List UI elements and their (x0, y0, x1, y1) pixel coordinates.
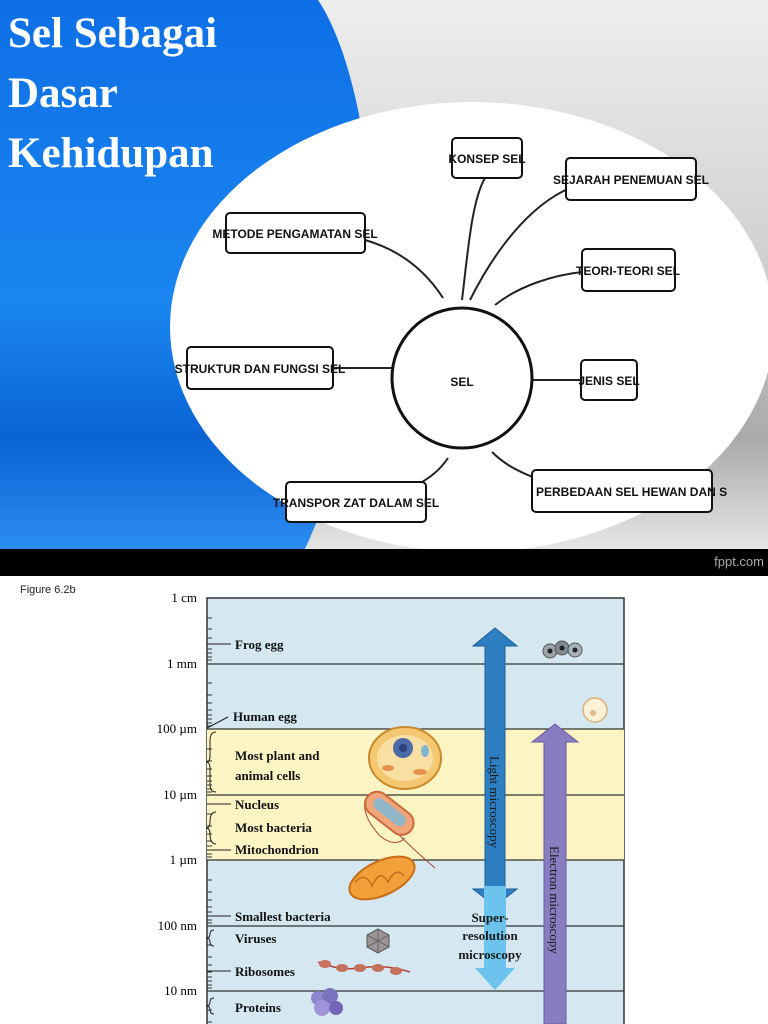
scale-label-1mm: 1 mm (167, 656, 197, 671)
slide-title-line-2: Dasar (8, 70, 118, 117)
item-ribosomes: Ribosomes (235, 964, 295, 979)
super-resolution-label-2: resolution (462, 928, 518, 943)
proteins-image (311, 988, 343, 1016)
node-perbedaan-sel: PERBEDAAN SEL HEWAN DAN S (531, 469, 727, 513)
human-egg-image (582, 697, 608, 723)
node-konsep-sel-label: KONSEP SEL (448, 152, 525, 166)
scale-label-100um: 100 µm (157, 721, 197, 736)
electron-microscopy-label: Electron microscopy (547, 846, 562, 954)
slide-title: Sel Sebagai Dasar Kehidupan (8, 4, 217, 184)
node-sejarah-label: SEJARAH PENEMUAN SEL (553, 173, 709, 187)
item-human-egg: Human egg (233, 709, 297, 724)
connector-teori (494, 271, 583, 306)
node-transpor-label: TRANSPOR ZAT DALAM SEL (273, 496, 439, 510)
node-metode-label: METODE PENGAMATAN SEL (212, 227, 377, 241)
node-metode-pengamatan: METODE PENGAMATAN SEL (212, 212, 378, 254)
node-konsep-sel: KONSEP SEL (448, 137, 526, 179)
center-node (390, 306, 534, 450)
item-most-bacteria: Most bacteria (235, 820, 312, 835)
item-proteins: Proteins (235, 1000, 281, 1015)
electron-microscopy-arrow: Electron microscopy (530, 723, 580, 1024)
item-plant-animal-1: Most plant and (235, 748, 320, 763)
super-resolution-label-3: microscopy (458, 947, 522, 962)
scale-label-10nm: 10 nm (164, 983, 197, 998)
slide-title-line-1: Sel Sebagai (8, 10, 218, 57)
node-struktur-label: STRUKTUR DAN FUNGSI SEL (175, 362, 346, 376)
node-teori-teori-sel: TEORI-TEORI SEL (576, 248, 680, 292)
connector-metode (364, 239, 444, 299)
item-smallest-bacteria: Smallest bacteria (235, 909, 331, 924)
node-jenis-label: JENIS SEL (578, 374, 639, 388)
figure-label: Figure 6.2b (20, 584, 76, 596)
light-microscopy-label: Light microscopy (487, 756, 502, 849)
scale-label-1um: 1 µm (170, 852, 197, 867)
node-transpor-zat: TRANSPOR ZAT DALAM SEL (273, 481, 439, 523)
bacterium-image (364, 790, 436, 869)
node-sejarah-penemuan-sel: SEJARAH PENEMUAN SEL (553, 157, 709, 201)
slide-footer-bar: fppt.com (0, 549, 768, 576)
ribosomes-image (317, 960, 411, 975)
item-nucleus: Nucleus (235, 797, 279, 812)
plant-cell-image (368, 726, 442, 790)
virus-image (366, 928, 390, 954)
node-jenis-sel: JENIS SEL (578, 359, 640, 401)
scale-label-10um: 10 µm (163, 787, 197, 802)
node-teori-label: TEORI-TEORI SEL (576, 264, 680, 278)
scale-label-100nm: 100 nm (158, 918, 197, 933)
node-perbedaan-label: PERBEDAAN SEL HEWAN DAN S (536, 485, 727, 499)
node-struktur-fungsi: STRUKTUR DAN FUNGSI SEL (175, 346, 346, 390)
item-mitochondrion: Mitochondrion (235, 842, 320, 857)
super-resolution-label-1: Super- (471, 910, 508, 925)
center-node-label: SEL (450, 375, 473, 389)
frog-egg-image (542, 640, 583, 659)
slide: Sel Sebagai Dasar Kehidupan SEL KONSEP S… (0, 0, 768, 549)
item-viruses: Viruses (235, 931, 276, 946)
connector-konsep (461, 177, 486, 301)
figure: Figure 6.2b 1 cm 1 mm 100 µm (0, 576, 768, 1024)
slide-title-line-3: Kehidupan (8, 130, 214, 177)
item-plant-animal-2: animal cells (235, 768, 300, 783)
mitochondrion-image (348, 855, 416, 901)
item-pointers (205, 643, 231, 1015)
item-frog-egg: Frog egg (235, 637, 284, 652)
scale-label-1cm: 1 cm (171, 590, 197, 605)
super-resolution-arrow: Super- resolution microscopy (458, 886, 522, 990)
connector-sejarah (469, 187, 571, 301)
footer-credit: fppt.com (714, 554, 764, 569)
size-scale-diagram: 1 cm 1 mm 100 µm 10 µm 1 µm 100 nm 10 nm… (157, 590, 625, 1024)
mind-map: SEL KONSEP SEL SEJARAH PENEMUAN SEL TEOR… (174, 137, 728, 523)
